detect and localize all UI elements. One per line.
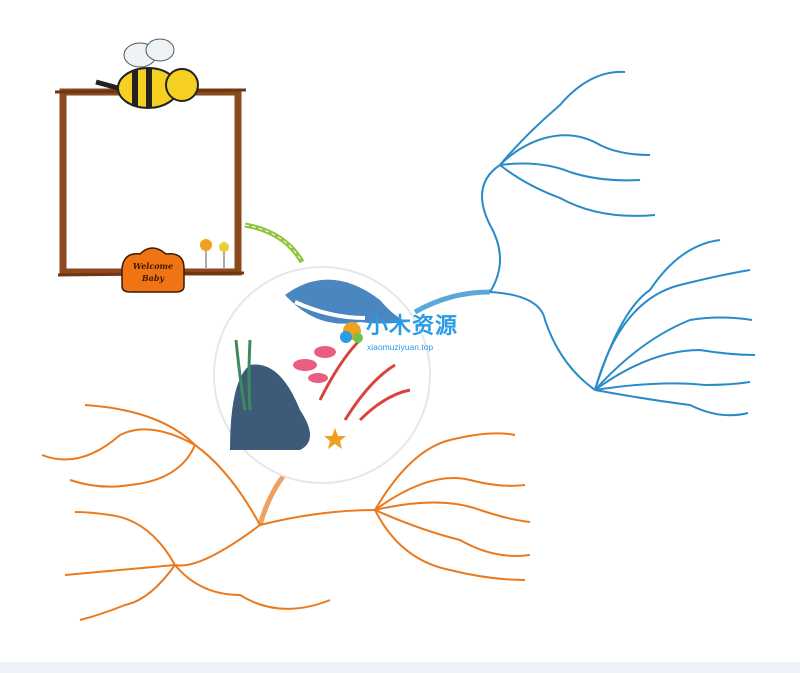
welcome-baby-badge: Welcome Baby <box>128 260 178 284</box>
bottom-strip <box>0 662 800 673</box>
center-logo-title: 小木资源 <box>366 313 459 338</box>
badge-shape <box>121 247 185 293</box>
center-logo-url: xiaomuziyuan.top <box>367 342 434 352</box>
bee-illustration <box>95 38 199 109</box>
flower-illustration <box>200 239 229 268</box>
badge-line-2: Baby <box>141 273 165 283</box>
blue-branch-group <box>413 70 756 417</box>
connector-green-dash <box>244 224 303 263</box>
orange-branch-group <box>41 404 531 621</box>
badge-line-1: Welcome <box>132 261 174 271</box>
connector-green <box>244 222 305 264</box>
baby-photo-frame <box>54 88 247 277</box>
central-ocean-image <box>213 266 431 484</box>
